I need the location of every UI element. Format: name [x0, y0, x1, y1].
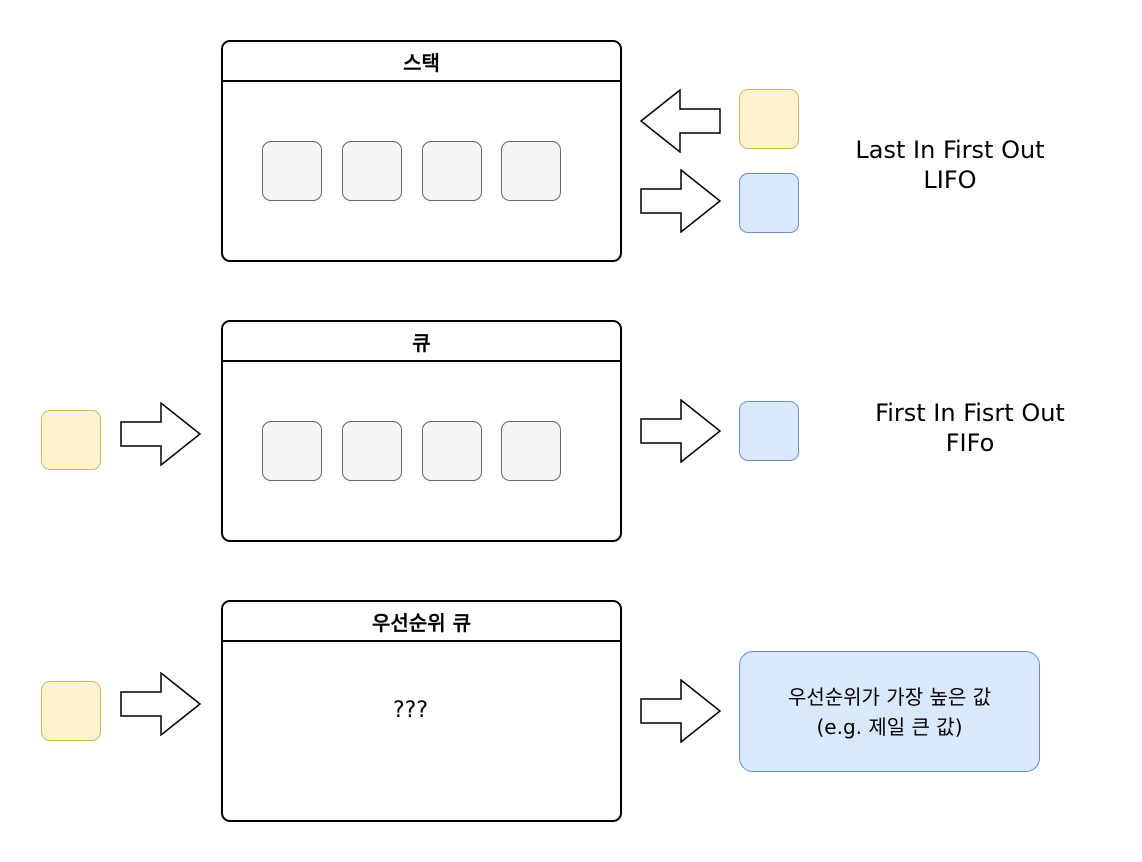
queue-outgoing-element [739, 401, 799, 461]
queue-dequeue-arrow-icon [640, 399, 722, 463]
priority-queue-result-line2: (e.g. 제일 큰 값) [816, 714, 963, 739]
stack-pop-arrow-icon [640, 169, 722, 233]
queue-title: 큐 [223, 322, 620, 362]
stack-outgoing-element [739, 173, 799, 233]
stack-element-2 [342, 141, 402, 201]
priority-queue-title: 우선순위 큐 [223, 602, 620, 642]
queue-label-line2: FIFo [945, 429, 995, 457]
queue-incoming-element [41, 410, 101, 470]
stack-lifo-label: Last In First Out LIFO [820, 135, 1080, 195]
priority-queue-result-box: 우선순위가 가장 높은 값 (e.g. 제일 큰 값) [739, 651, 1040, 772]
queue-element-3 [422, 421, 482, 481]
stack-container: 스택 [221, 40, 622, 262]
stack-element-4 [501, 141, 561, 201]
stack-label-line1: Last In First Out [855, 136, 1045, 164]
queue-fifo-label: First In Fisrt Out FIFo [840, 398, 1100, 458]
priority-queue-container: 우선순위 큐 ??? [221, 600, 622, 822]
stack-element-3 [422, 141, 482, 201]
priority-queue-enqueue-arrow-icon [120, 672, 202, 736]
stack-incoming-element [739, 89, 799, 149]
queue-element-2 [342, 421, 402, 481]
priority-queue-unknown-contents: ??? [393, 698, 429, 723]
stack-push-arrow-icon [640, 89, 721, 153]
queue-element-4 [501, 421, 561, 481]
stack-label-line2: LIFO [923, 166, 977, 194]
priority-queue-dequeue-arrow-icon [640, 679, 722, 743]
queue-element-1 [262, 421, 322, 481]
queue-label-line1: First In Fisrt Out [875, 399, 1065, 427]
stack-element-1 [262, 141, 322, 201]
queue-enqueue-arrow-icon [120, 402, 202, 466]
stack-title: 스택 [223, 42, 620, 82]
priority-queue-result-line1: 우선순위가 가장 높은 값 [787, 684, 992, 709]
queue-container: 큐 [221, 320, 622, 542]
priority-queue-incoming-element [41, 681, 101, 741]
